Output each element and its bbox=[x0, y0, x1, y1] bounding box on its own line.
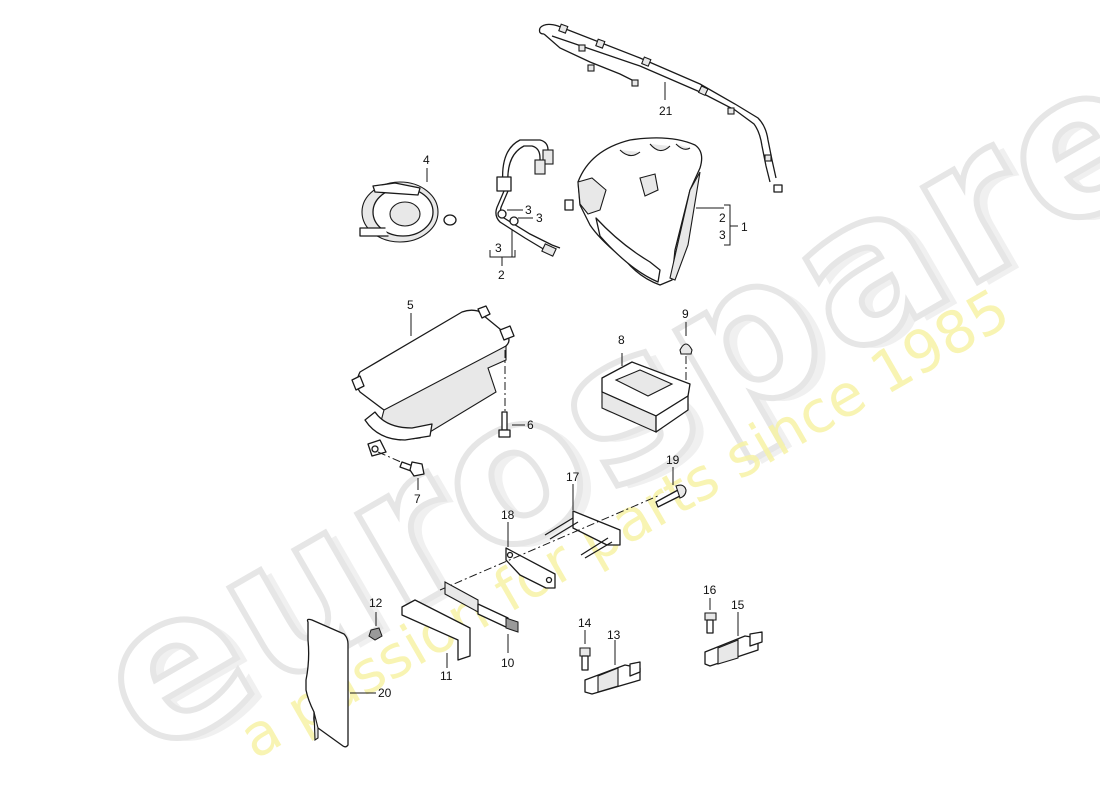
watermark: eurospares eurospares a passion for part… bbox=[55, 0, 1100, 800]
callout-1-sub-3: 3 bbox=[719, 228, 726, 242]
callout-13: 13 bbox=[607, 628, 621, 642]
callout-20: 20 bbox=[378, 686, 392, 700]
part-18-plate[interactable]: 18 bbox=[439, 494, 661, 591]
callout-2-sub-3: 3 bbox=[495, 241, 502, 255]
callout-18: 18 bbox=[501, 508, 515, 522]
part-21-curtain-airbag[interactable]: 21 bbox=[538, 23, 783, 193]
part-10-connector[interactable]: 10 bbox=[444, 581, 519, 670]
callout-2: 2 bbox=[498, 268, 505, 282]
callout-6: 6 bbox=[527, 418, 534, 432]
callout-21: 21 bbox=[659, 104, 673, 118]
part-8-control-unit[interactable]: 8 bbox=[601, 333, 691, 433]
callout-19: 19 bbox=[666, 453, 680, 467]
callout-17: 17 bbox=[566, 470, 580, 484]
part-11-bracket[interactable]: 11 bbox=[401, 599, 471, 683]
callout-10: 10 bbox=[501, 656, 515, 670]
callout-1: 1 bbox=[741, 220, 748, 234]
part-19-pin[interactable]: 19 bbox=[655, 453, 687, 508]
callout-3b: 3 bbox=[536, 211, 543, 225]
part-2-wiring-harness[interactable]: 3 3 3 2 bbox=[489, 139, 561, 282]
part-17-mounting-bracket[interactable]: 17 bbox=[544, 470, 621, 559]
part-4-clock-spring[interactable]: 4 bbox=[359, 153, 457, 243]
part-12-nut[interactable]: 12 bbox=[368, 596, 383, 641]
part-15-crash-sensor[interactable]: 15 bbox=[704, 598, 763, 667]
callout-5: 5 bbox=[407, 298, 414, 312]
part-5-passenger-airbag[interactable]: 5 bbox=[351, 298, 515, 467]
callout-9: 9 bbox=[682, 307, 689, 321]
part-14-screw[interactable]: 14 bbox=[578, 616, 592, 671]
callout-3a: 3 bbox=[525, 203, 532, 217]
part-7-bolt[interactable]: 7 bbox=[399, 461, 425, 506]
callout-16: 16 bbox=[703, 583, 717, 597]
part-9-nut[interactable]: 9 bbox=[679, 307, 693, 380]
callout-14: 14 bbox=[578, 616, 592, 630]
part-16-screw[interactable]: 16 bbox=[703, 583, 717, 634]
callout-12: 12 bbox=[369, 596, 383, 610]
part-13-crash-sensor[interactable]: 13 bbox=[584, 628, 641, 695]
part-6-bolt[interactable]: 6 bbox=[498, 411, 534, 438]
part-1-steering-airbag[interactable]: 2 3 1 bbox=[564, 137, 748, 286]
watermark-logo: eurospares bbox=[58, 0, 1100, 800]
callout-4: 4 bbox=[423, 153, 430, 167]
callout-1-sub-2: 2 bbox=[719, 211, 726, 225]
callout-8: 8 bbox=[618, 333, 625, 347]
callout-11: 11 bbox=[440, 669, 453, 683]
callout-15: 15 bbox=[731, 598, 745, 612]
part-20-cover[interactable]: 20 bbox=[305, 618, 392, 748]
callout-7: 7 bbox=[414, 492, 421, 506]
